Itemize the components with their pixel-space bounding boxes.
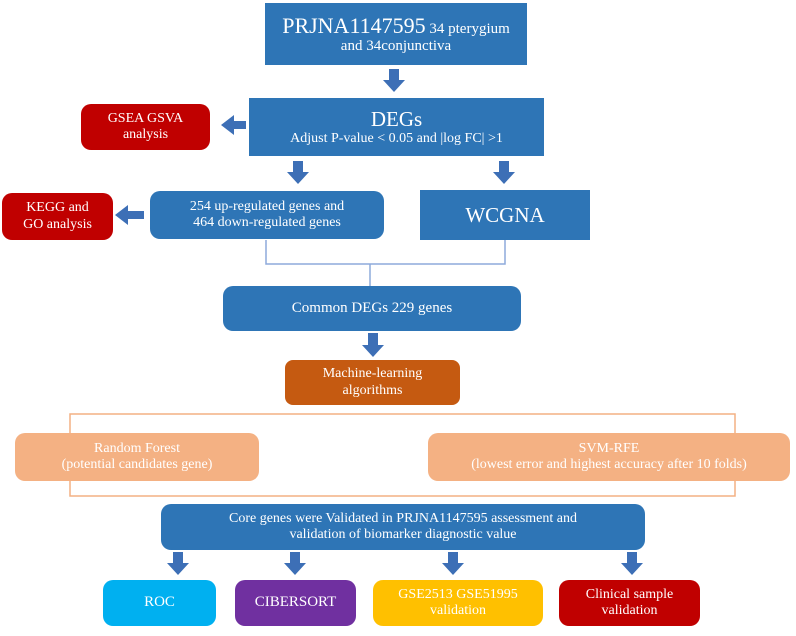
random-forest-box: Random Forest (potential candidates gene… — [15, 433, 259, 481]
rf-line1: Random Forest — [94, 440, 180, 456]
wcgna-label: WCGNA — [465, 202, 545, 227]
arrow-down-core-roc — [167, 552, 189, 575]
common-box: Common DEGs 229 genes — [223, 286, 521, 331]
ml-box: Machine-learning algorithms — [285, 360, 460, 405]
cibersort-label: CIBERSORT — [254, 594, 337, 611]
svm-line2: (lowest error and highest accuracy after… — [471, 457, 747, 472]
gsea-box: GSEA GSVA analysis — [81, 104, 210, 150]
dataset-line2: and 34conjunctiva — [340, 38, 452, 55]
arrow-down-core-gse — [442, 552, 464, 575]
merge-connector — [265, 240, 506, 265]
gse-line2: validation — [430, 603, 486, 618]
rf-line2: (potential candidates gene) — [61, 457, 213, 472]
arrow-down-degs-updown — [287, 161, 309, 184]
updown-line1: 254 up-regulated genes and — [189, 198, 345, 214]
cibersort-box: CIBERSORT — [235, 580, 356, 626]
arrow-down-core-cibersort — [284, 552, 306, 575]
wcgna-box: WCGNA — [420, 190, 590, 240]
arrow-down-common-ml — [362, 333, 384, 357]
updown-line2: 464 down-regulated genes — [193, 215, 341, 230]
dataset-box: PRJNA1147595 34 pterygium and 34conjunct… — [265, 3, 527, 65]
degs-box: DEGs Adjust P-value < 0.05 and |log FC| … — [249, 98, 544, 156]
gse-validation-box: GSE2513 GSE51995 validation — [373, 580, 543, 626]
roc-label: ROC — [144, 594, 175, 611]
core-genes-box: Core genes were Validated in PRJNA114759… — [161, 504, 645, 550]
ml-line2: algorithms — [342, 382, 403, 398]
arrow-down-dataset-degs — [383, 69, 405, 92]
arrow-down-degs-wcgna — [493, 161, 515, 184]
clinical-validation-box: Clinical sample validation — [559, 580, 700, 626]
common-label: Common DEGs 229 genes — [291, 299, 453, 316]
updown-box: 254 up-regulated genes and 464 down-regu… — [150, 191, 384, 239]
arrow-left-updown-kegg — [115, 205, 144, 225]
gsea-line2: analysis — [122, 127, 169, 142]
kegg-line2: GO analysis — [23, 216, 92, 232]
degs-subtitle: Adjust P-value < 0.05 and |log FC| >1 — [290, 131, 503, 147]
gse-line1: GSE2513 GSE51995 — [398, 586, 518, 602]
kegg-box: KEGG and GO analysis — [2, 193, 113, 240]
ml-line1: Machine-learning — [322, 366, 423, 382]
dataset-desc: 34 pterygium — [425, 20, 510, 37]
svm-rfe-box: SVM-RFE (lowest error and highest accura… — [428, 433, 790, 481]
core-line2: validation of biomarker diagnostic value — [289, 527, 517, 542]
clinical-line1: Clinical sample — [585, 586, 674, 602]
core-line1: Core genes were Validated in PRJNA114759… — [229, 510, 577, 526]
gsea-line1: GSEA GSVA — [107, 110, 184, 126]
degs-title: DEGs — [370, 106, 423, 131]
svm-line1: SVM-RFE — [578, 440, 640, 456]
kegg-line1: KEGG and — [26, 200, 89, 216]
arrow-down-core-clinical — [621, 552, 643, 575]
arrow-left-degs-gsea — [221, 115, 246, 135]
roc-box: ROC — [103, 580, 216, 626]
clinical-line2: validation — [601, 603, 658, 618]
dataset-line1: PRJNA1147595 34 pterygium — [282, 13, 510, 38]
dataset-id: PRJNA1147595 — [282, 12, 426, 38]
